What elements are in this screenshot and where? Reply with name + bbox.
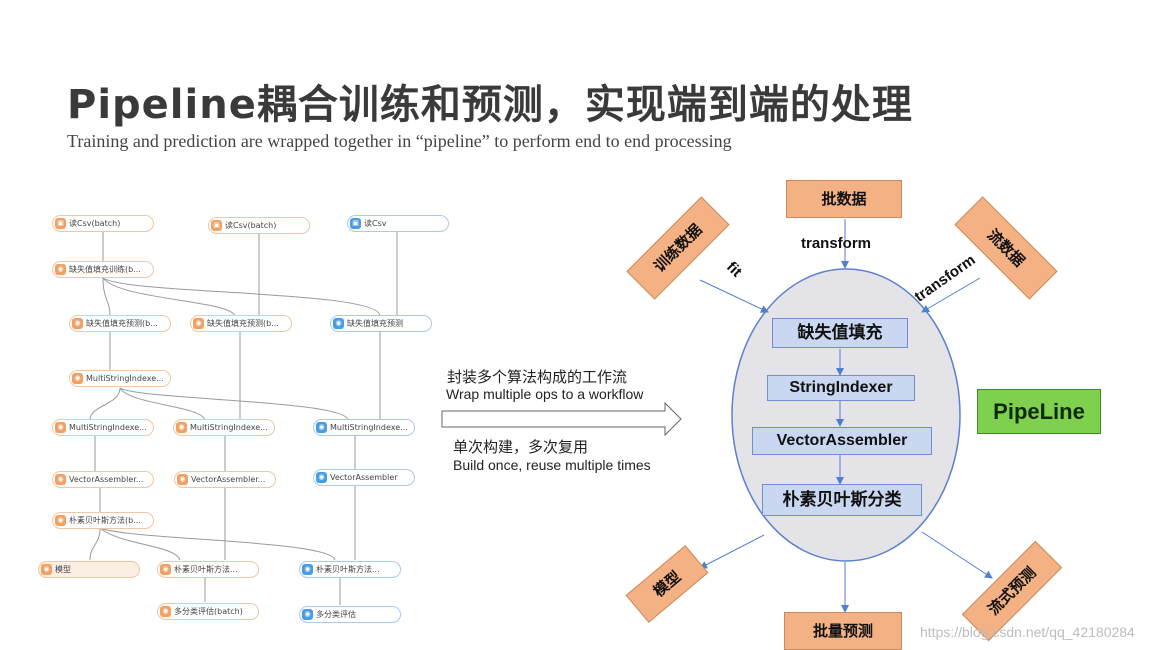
workflow-node[interactable]: ▣读Csv bbox=[347, 215, 449, 232]
source-icon: ▣ bbox=[211, 220, 222, 231]
workflow-node-label: 模型 bbox=[55, 565, 71, 574]
eval-icon: ◉ bbox=[302, 609, 313, 620]
process-icon: ◉ bbox=[176, 422, 187, 433]
workflow-node[interactable]: ◉MultiStringIndexe... bbox=[173, 419, 275, 436]
workflow-node[interactable]: ▣读Csv(batch) bbox=[52, 215, 154, 232]
batch-prediction-box: 批量预测 bbox=[784, 612, 902, 650]
process-icon: ◉ bbox=[333, 318, 344, 329]
process-icon: ◉ bbox=[55, 474, 66, 485]
source-icon: ▣ bbox=[350, 218, 361, 229]
workflow-node-label: 多分类评估 bbox=[316, 610, 356, 619]
stage-string-indexer: StringIndexer bbox=[767, 375, 915, 401]
workflow-node[interactable]: ◉VectorAssembler... bbox=[52, 471, 154, 488]
workflow-node[interactable]: ◉朴素贝叶斯方法... bbox=[157, 561, 259, 578]
workflow-node-label: 多分类评估(batch) bbox=[174, 607, 243, 616]
workflow-node[interactable]: ◉朴素贝叶斯方法... bbox=[299, 561, 401, 578]
wrap-caption-cn: 封装多个算法构成的工作流 bbox=[447, 368, 628, 386]
source-icon: ▣ bbox=[55, 218, 66, 229]
stage-vector-assembler: VectorAssembler bbox=[752, 427, 932, 455]
workflow-node-label: VectorAssembler... bbox=[191, 475, 266, 484]
page-subtitle: Training and prediction are wrapped toge… bbox=[67, 131, 732, 151]
transform-label-top: transform bbox=[801, 235, 872, 252]
workflow-node-label: MultiStringIndexe... bbox=[86, 374, 164, 383]
process-icon: ◉ bbox=[160, 564, 171, 575]
process-icon: ◉ bbox=[302, 564, 313, 575]
reuse-caption-cn: 单次构建，多次复用 bbox=[453, 438, 589, 456]
workflow-node[interactable]: ◉多分类评估(batch) bbox=[157, 603, 259, 620]
workflow-node[interactable]: ◉缺失值填充预测(b... bbox=[190, 315, 292, 332]
process-icon: ◉ bbox=[55, 264, 66, 275]
workflow-node[interactable]: ◉缺失值填充预测(b... bbox=[69, 315, 171, 332]
workflow-node[interactable]: ◉缺失值填充预测 bbox=[330, 315, 432, 332]
workflow-node-label: VectorAssembler... bbox=[69, 475, 144, 484]
workflow-node-label: 朴素贝叶斯方法... bbox=[316, 565, 380, 574]
workflow-node[interactable]: ◉缺失值填充训练(b... bbox=[52, 261, 154, 278]
workflow-node-label: VectorAssembler bbox=[330, 473, 398, 482]
process-icon: ◉ bbox=[55, 515, 66, 526]
workflow-node-label: MultiStringIndexe... bbox=[330, 423, 408, 432]
pipeline-label: PipeLine bbox=[977, 389, 1101, 434]
workflow-node-label: 读Csv(batch) bbox=[69, 219, 121, 228]
process-icon: ◉ bbox=[316, 422, 327, 433]
watermark: https://blog.csdn.net/qq_42180284 bbox=[920, 624, 1135, 640]
stage-naive-bayes: 朴素贝叶斯分类 bbox=[762, 484, 922, 516]
eval-icon: ◉ bbox=[160, 606, 171, 617]
model-icon: ◉ bbox=[41, 564, 52, 575]
batch-data-box: 批数据 bbox=[786, 180, 902, 218]
workflow-node-label: 朴素贝叶斯方法(b... bbox=[69, 516, 141, 525]
process-icon: ◉ bbox=[72, 373, 83, 384]
workflow-node-label: 读Csv bbox=[364, 219, 387, 228]
page-title: Pipeline耦合训练和预测，实现端到端的处理 bbox=[67, 82, 913, 128]
workflow-node-label: 缺失值填充预测(b... bbox=[86, 319, 158, 328]
workflow-node[interactable]: ◉MultiStringIndexe... bbox=[69, 370, 171, 387]
workflow-node-label: 缺失值填充训练(b... bbox=[69, 265, 141, 274]
process-icon: ◉ bbox=[177, 474, 188, 485]
workflow-node[interactable]: ◉MultiStringIndexe... bbox=[52, 419, 154, 436]
wrap-caption-en: Wrap multiple ops to a workflow bbox=[446, 386, 644, 402]
workflow-node-label: MultiStringIndexe... bbox=[69, 423, 147, 432]
workflow-node-label: 朴素贝叶斯方法... bbox=[174, 565, 238, 574]
workflow-node[interactable]: ▣读Csv(batch) bbox=[208, 217, 310, 234]
stage-missing-value-fill: 缺失值填充 bbox=[772, 318, 908, 348]
process-icon: ◉ bbox=[316, 472, 327, 483]
reuse-caption-en: Build once, reuse multiple times bbox=[453, 457, 651, 473]
process-icon: ◉ bbox=[55, 422, 66, 433]
process-icon: ◉ bbox=[193, 318, 204, 329]
workflow-node[interactable]: ◉朴素贝叶斯方法(b... bbox=[52, 512, 154, 529]
workflow-node-label: 缺失值填充预测(b... bbox=[207, 319, 279, 328]
workflow-node[interactable]: ◉多分类评估 bbox=[299, 606, 401, 623]
workflow-node-label: 读Csv(batch) bbox=[225, 221, 277, 230]
workflow-node-label: MultiStringIndexe... bbox=[190, 423, 268, 432]
workflow-node-label: 缺失值填充预测 bbox=[347, 319, 403, 328]
process-icon: ◉ bbox=[72, 318, 83, 329]
workflow-node[interactable]: ◉MultiStringIndexe... bbox=[313, 419, 415, 436]
workflow-node[interactable]: ◉VectorAssembler bbox=[313, 469, 415, 486]
workflow-node[interactable]: ◉模型 bbox=[38, 561, 140, 578]
workflow-node[interactable]: ◉VectorAssembler... bbox=[174, 471, 276, 488]
